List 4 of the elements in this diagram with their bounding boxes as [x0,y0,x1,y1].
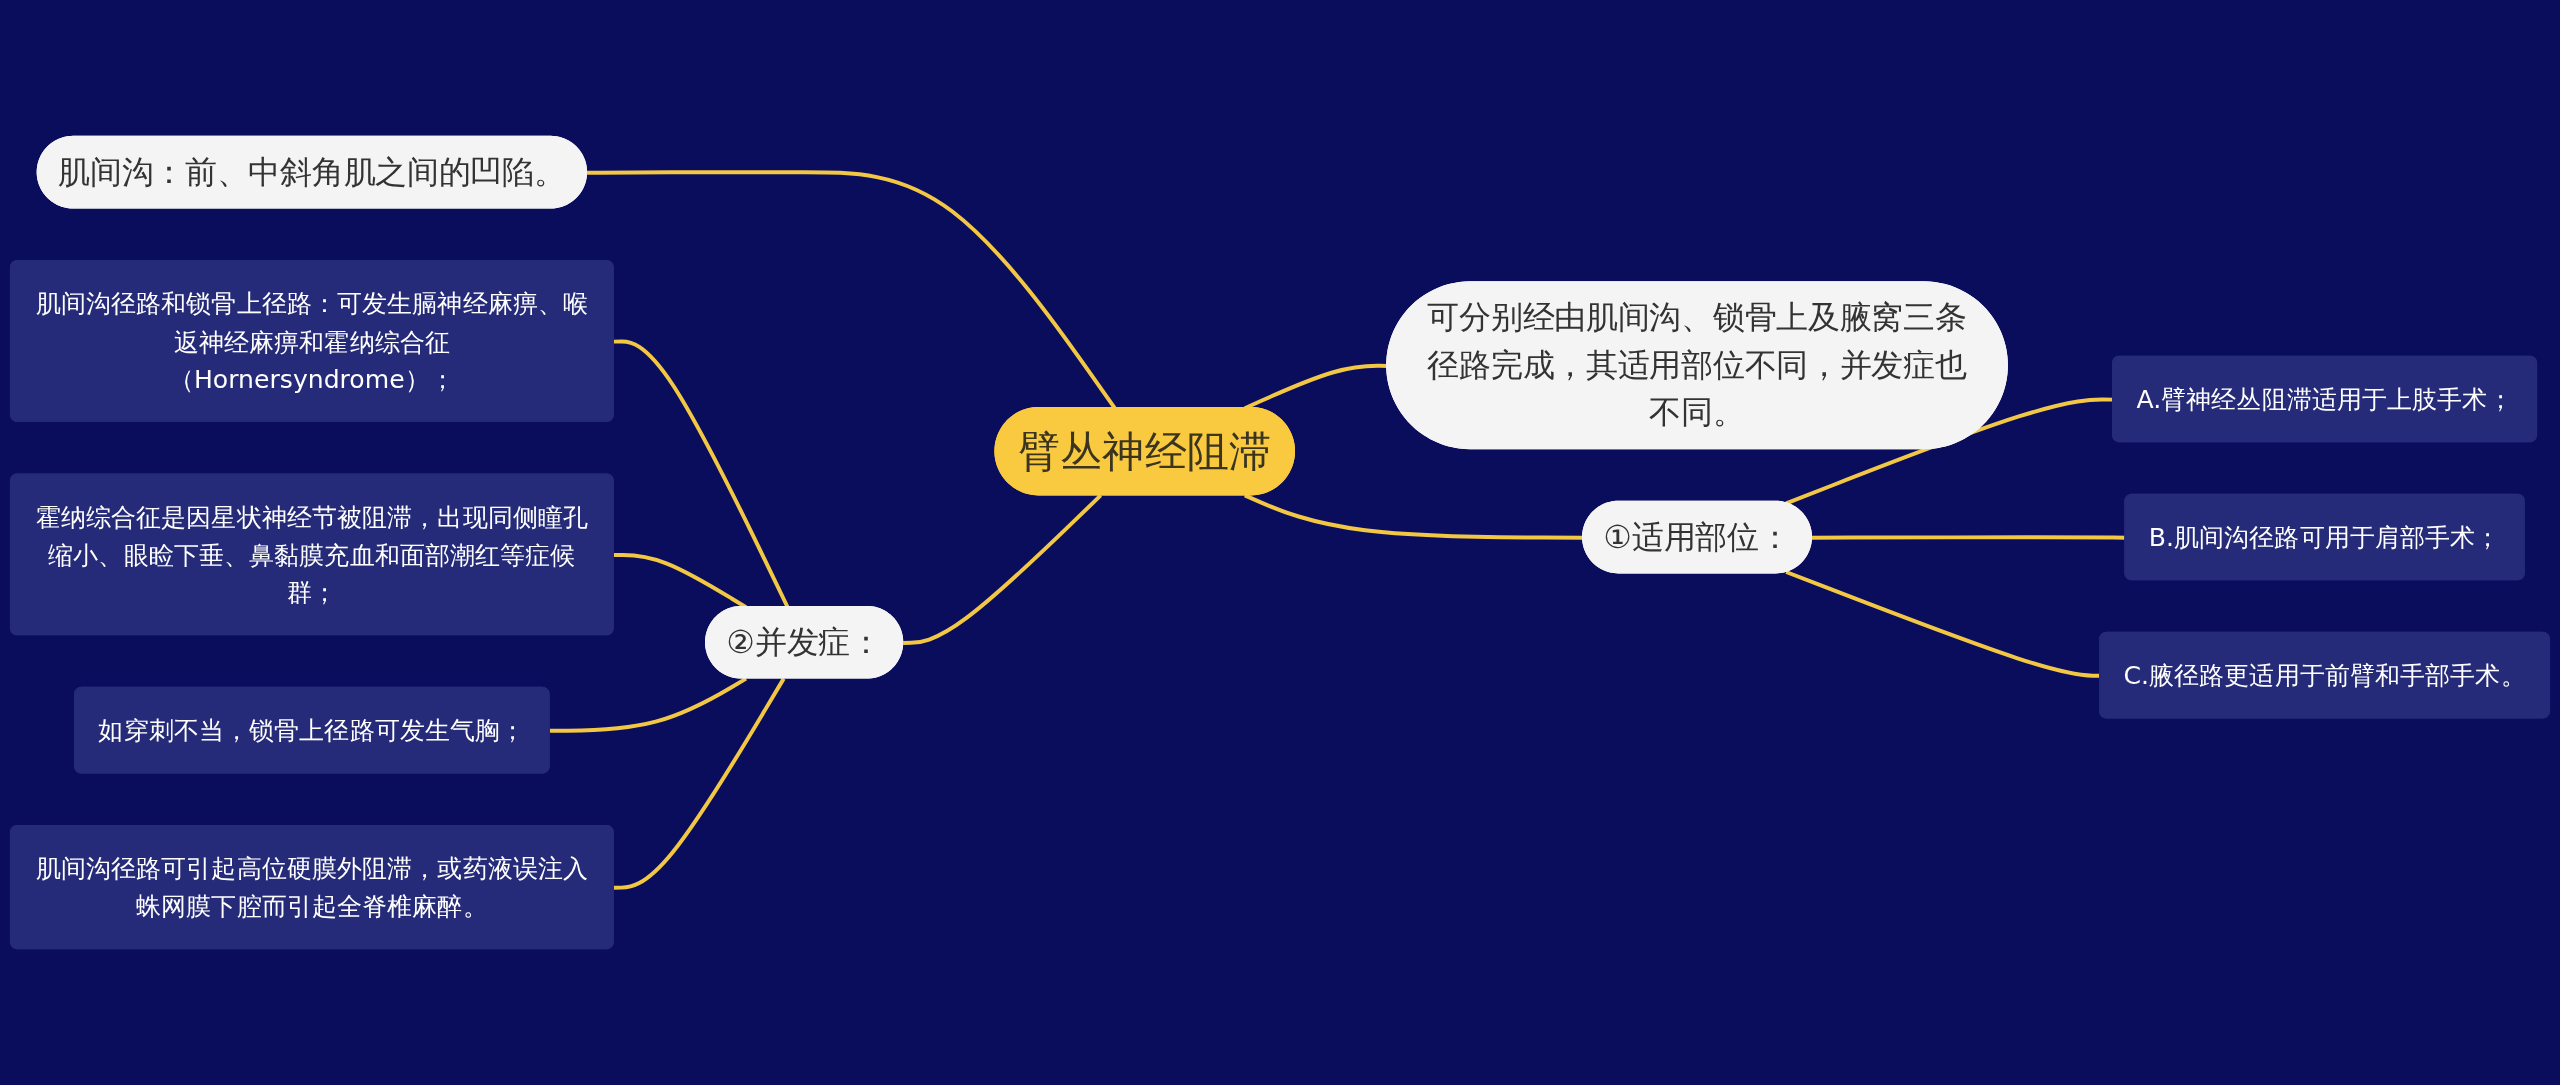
connector [613,677,786,890]
connector [903,494,1103,645]
connector [1244,363,1388,410]
connector [549,676,748,733]
